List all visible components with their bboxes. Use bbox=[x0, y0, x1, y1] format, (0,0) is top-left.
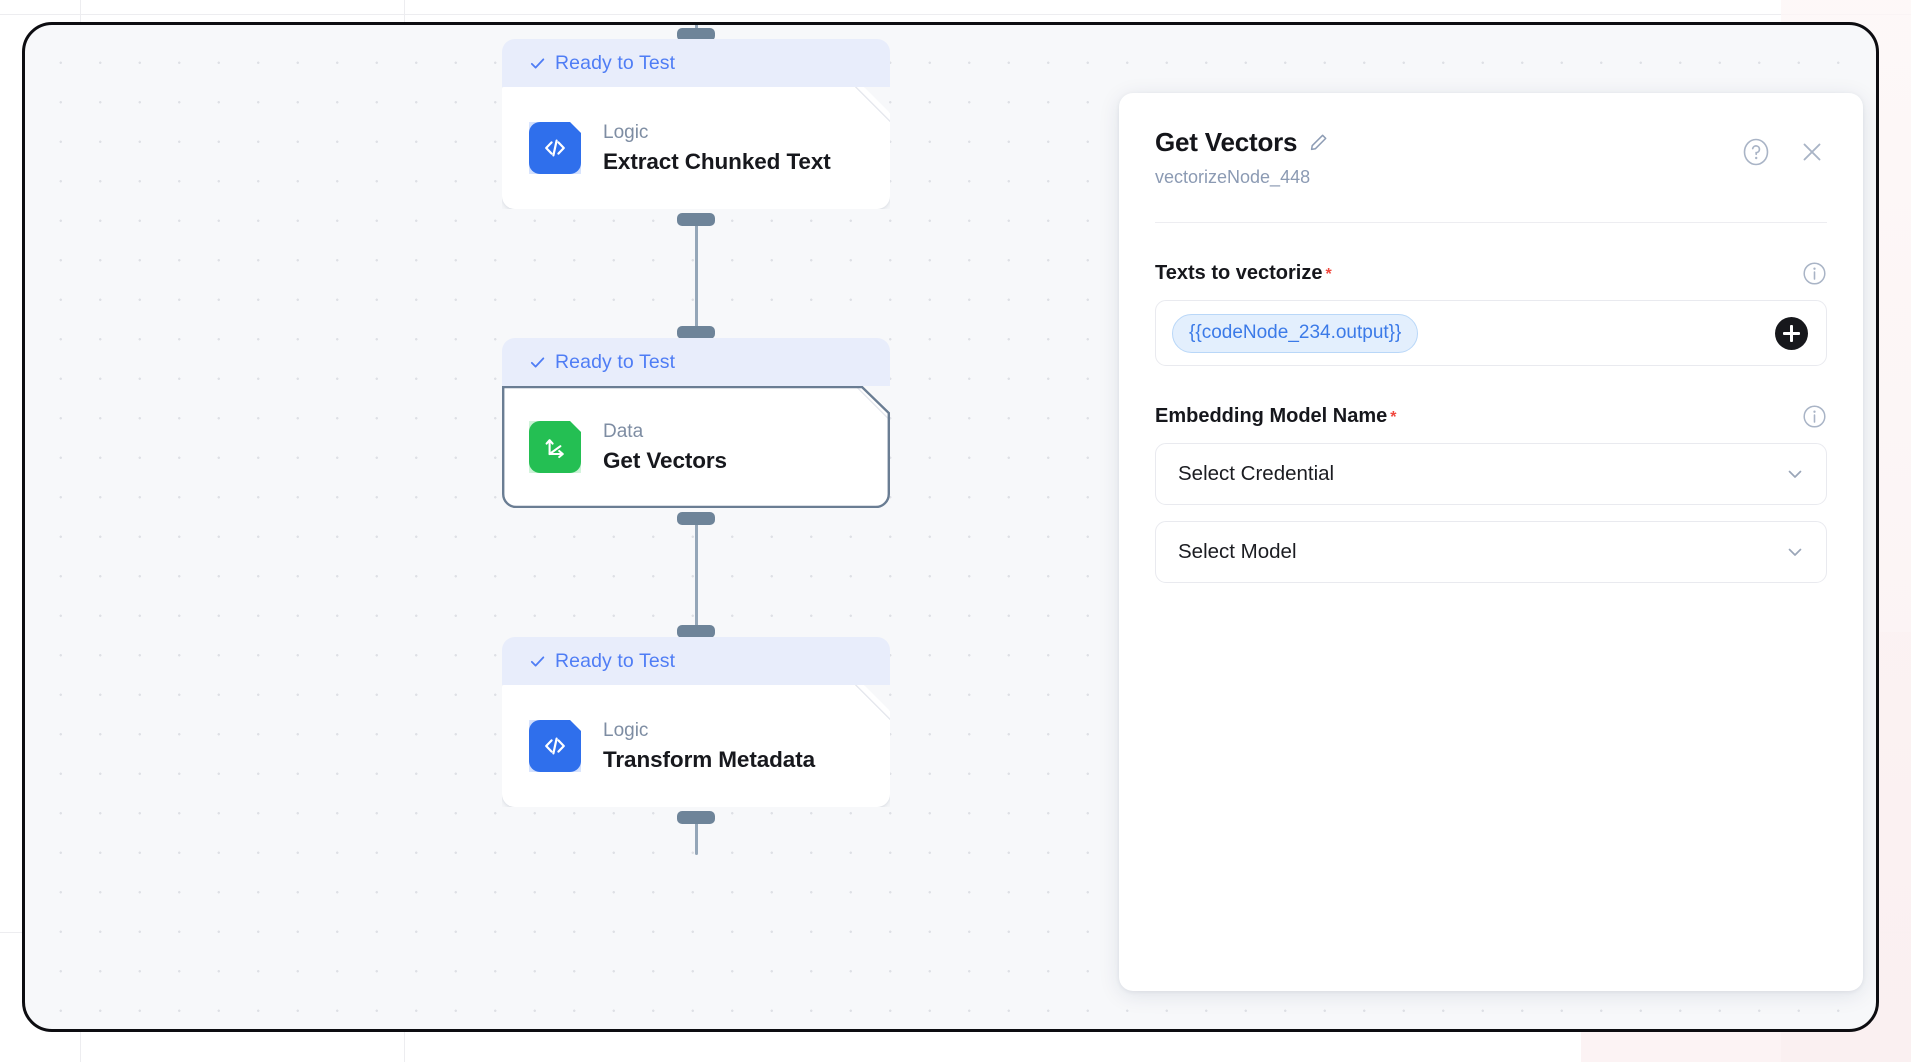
required-asterisk: * bbox=[1325, 266, 1332, 283]
code-icon bbox=[529, 122, 581, 174]
chevron-down-icon bbox=[1788, 470, 1802, 478]
panel-divider bbox=[1155, 222, 1827, 223]
select-model-value: Select Model bbox=[1178, 540, 1297, 563]
chevron-down-icon bbox=[1788, 548, 1802, 556]
node-port-in-1[interactable] bbox=[677, 28, 715, 41]
node-port-in-3[interactable] bbox=[677, 625, 715, 638]
node-port-in-2[interactable] bbox=[677, 326, 715, 339]
background-hairline bbox=[0, 14, 1911, 15]
node-text-group: Data Get Vectors bbox=[603, 420, 727, 474]
select-credential-value: Select Credential bbox=[1178, 462, 1335, 485]
node-kind-label: Logic bbox=[603, 720, 649, 742]
node-properties-panel[interactable]: Get Vectors vectorizeNode_448 bbox=[1119, 93, 1863, 991]
node-kind-label: Data bbox=[603, 421, 644, 443]
node-title-label: Get Vectors bbox=[603, 447, 727, 473]
code-icon bbox=[529, 720, 581, 772]
node-text-group: Logic Extract Chunked Text bbox=[603, 121, 831, 175]
workflow-node-get-vectors[interactable]: Ready to Test Data Get Vectors bbox=[502, 338, 890, 508]
select-model-dropdown[interactable]: Select Model bbox=[1155, 521, 1827, 583]
field-label: Embedding Model Name bbox=[1155, 405, 1388, 427]
required-asterisk: * bbox=[1390, 409, 1397, 426]
node-body[interactable]: Logic Extract Chunked Text bbox=[502, 87, 890, 209]
check-icon bbox=[530, 57, 545, 69]
field-label-row: Texts to vectorize* bbox=[1155, 261, 1827, 286]
node-status-label: Ready to Test bbox=[555, 51, 676, 74]
panel-actions bbox=[1741, 137, 1827, 167]
add-icon[interactable] bbox=[1775, 316, 1808, 350]
panel-title-row: Get Vectors bbox=[1155, 127, 1827, 158]
node-port-out-2[interactable] bbox=[677, 512, 715, 525]
node-body[interactable]: Data Get Vectors bbox=[502, 386, 890, 508]
info-circle-icon[interactable] bbox=[1802, 261, 1827, 286]
node-body[interactable]: Logic Transform Metadata bbox=[502, 685, 890, 807]
node-status-bar: Ready to Test bbox=[502, 338, 890, 386]
field-texts-to-vectorize: Texts to vectorize* {{codeNode_234.outpu… bbox=[1155, 261, 1827, 366]
variable-token[interactable]: {{codeNode_234.output}} bbox=[1172, 313, 1419, 353]
field-label-group: Embedding Model Name* bbox=[1155, 405, 1396, 428]
workflow-node-transform-metadata[interactable]: Ready to Test Logic Transform Metadata bbox=[502, 637, 890, 807]
edge-outgoing-bottom bbox=[695, 815, 698, 855]
node-kind-label: Logic bbox=[603, 122, 649, 144]
field-label-group: Texts to vectorize* bbox=[1155, 262, 1332, 285]
panel-title: Get Vectors bbox=[1155, 127, 1298, 157]
check-icon bbox=[530, 655, 545, 667]
panel-header: Get Vectors vectorizeNode_448 bbox=[1155, 127, 1827, 188]
panel-subtitle: vectorizeNode_448 bbox=[1155, 167, 1311, 187]
check-icon bbox=[530, 356, 545, 368]
select-credential-dropdown[interactable]: Select Credential bbox=[1155, 443, 1827, 505]
workflow-canvas[interactable]: Ready to Test Logic Extract Chunked Text bbox=[22, 22, 1879, 1032]
node-port-out-1[interactable] bbox=[677, 213, 715, 226]
pencil-icon[interactable] bbox=[1308, 132, 1329, 153]
field-label: Texts to vectorize bbox=[1155, 262, 1323, 284]
edge-node2-to-node3 bbox=[695, 516, 698, 642]
texts-to-vectorize-input[interactable]: {{codeNode_234.output}} bbox=[1155, 300, 1827, 366]
info-circle-icon[interactable] bbox=[1802, 404, 1827, 429]
workflow-node-extract-chunked-text[interactable]: Ready to Test Logic Extract Chunked Text bbox=[502, 39, 890, 209]
help-circle-icon[interactable] bbox=[1741, 137, 1771, 167]
node-text-group: Logic Transform Metadata bbox=[603, 719, 815, 773]
node-port-out-3[interactable] bbox=[677, 811, 715, 824]
field-embedding-model-name: Embedding Model Name* Select Credential bbox=[1155, 404, 1827, 583]
node-status-label: Ready to Test bbox=[555, 350, 676, 373]
node-title-label: Transform Metadata bbox=[603, 746, 816, 772]
vector-axes-icon bbox=[529, 421, 581, 473]
node-status-bar: Ready to Test bbox=[502, 637, 890, 685]
node-status-label: Ready to Test bbox=[555, 649, 676, 672]
close-icon[interactable] bbox=[1797, 137, 1827, 167]
edge-node1-to-node2 bbox=[695, 217, 698, 343]
node-title-label: Extract Chunked Text bbox=[603, 148, 831, 174]
field-label-row: Embedding Model Name* bbox=[1155, 404, 1827, 429]
node-status-bar: Ready to Test bbox=[502, 39, 890, 87]
